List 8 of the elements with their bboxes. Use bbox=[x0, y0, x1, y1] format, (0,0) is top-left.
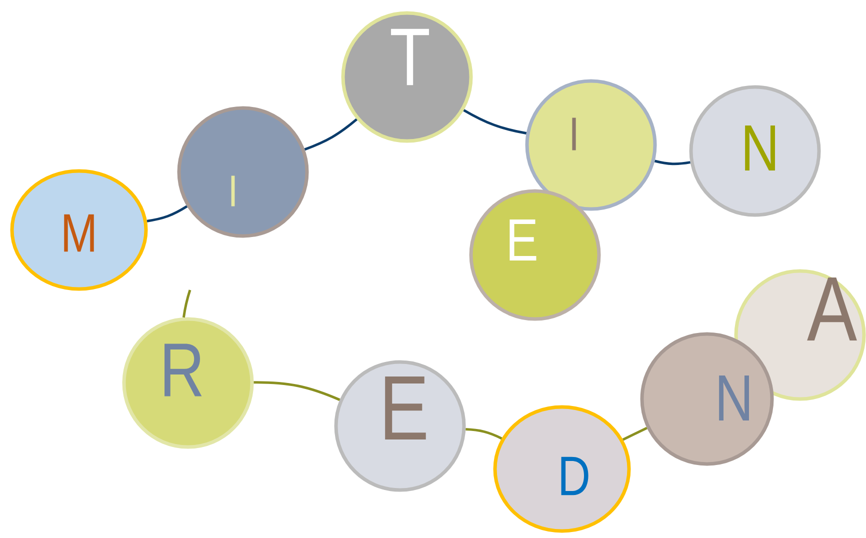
connector-line bbox=[146, 205, 188, 222]
connector-line bbox=[463, 109, 527, 134]
connector-line bbox=[622, 426, 648, 441]
connector-line bbox=[254, 381, 340, 401]
connector-line bbox=[304, 118, 358, 151]
connector-line bbox=[182, 290, 192, 318]
connector-line bbox=[466, 428, 502, 440]
connector-line bbox=[654, 160, 690, 166]
